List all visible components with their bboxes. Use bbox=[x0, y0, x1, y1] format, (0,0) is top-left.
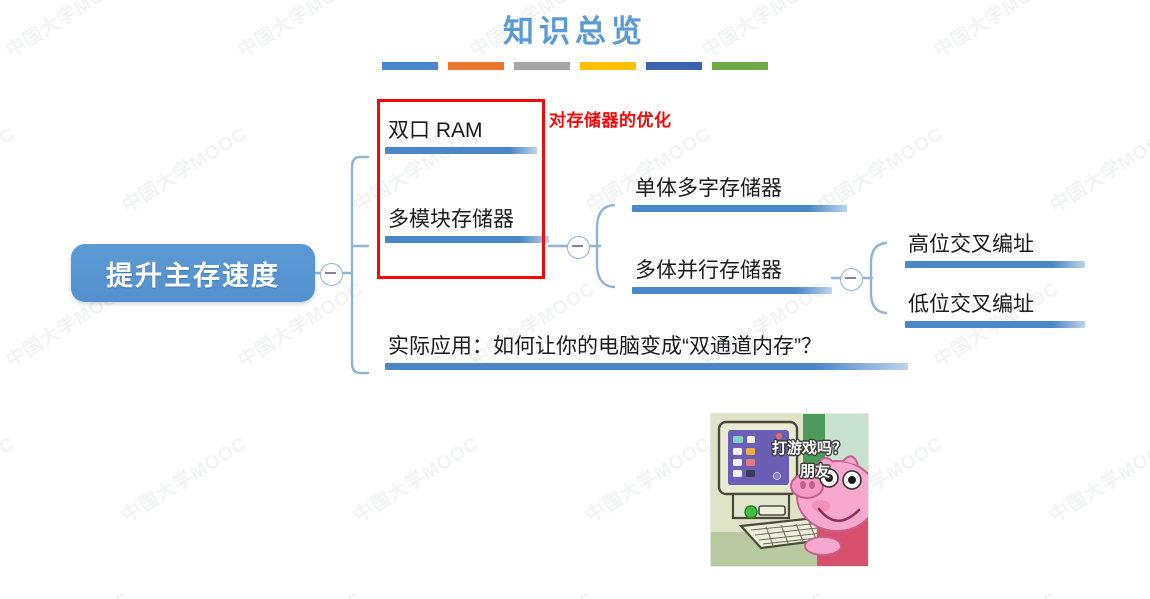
node-duomokuai-cunchuqi-label: 多模块存储器 bbox=[388, 208, 514, 231]
minus-circle-icon-duoti[interactable] bbox=[840, 268, 863, 291]
peppa-pig-meme-image bbox=[710, 413, 869, 567]
node-duoti-bingxing-label: 多体并行存储器 bbox=[635, 259, 782, 282]
node-underline bbox=[385, 363, 908, 371]
node-underline bbox=[385, 236, 549, 244]
title-color-bar-navy bbox=[646, 62, 702, 71]
node-underline bbox=[385, 147, 537, 155]
node-diwei-jiaocha-label: 低位交叉编址 bbox=[908, 293, 1034, 316]
meme-caption-line1: 打游戏吗？ bbox=[772, 440, 848, 457]
node-shuangkou-ram[interactable]: 双口 RAM bbox=[385, 119, 537, 155]
node-underline bbox=[632, 287, 832, 295]
page-title: 知识总览 bbox=[503, 14, 647, 50]
red-annotation-text: 对存储器的优化 bbox=[549, 111, 672, 130]
node-gaowei-jiaocha-label: 高位交叉编址 bbox=[908, 233, 1034, 256]
node-underline bbox=[632, 205, 847, 213]
root-node-label: 提升主存速度 bbox=[106, 260, 280, 291]
title-color-bar-gray bbox=[514, 62, 570, 71]
title-color-bar-green bbox=[712, 62, 768, 71]
node-diwei-jiaocha[interactable]: 低位交叉编址 bbox=[905, 293, 1085, 329]
meme-caption-line2: 朋友 bbox=[800, 463, 831, 480]
node-underline bbox=[905, 321, 1085, 329]
title-color-bar-yellow bbox=[580, 62, 636, 71]
title-block: 知识总览 bbox=[0, 14, 1150, 71]
red-highlight-box bbox=[377, 99, 545, 279]
minus-circle-icon-duomokuai[interactable] bbox=[567, 236, 590, 259]
node-underline bbox=[905, 261, 1085, 269]
title-color-bar-orange bbox=[448, 62, 504, 71]
node-gaowei-jiaocha[interactable]: 高位交叉编址 bbox=[905, 233, 1085, 269]
node-danti-duozi[interactable]: 单体多字存储器 bbox=[632, 177, 847, 213]
minus-circle-icon-root[interactable] bbox=[320, 263, 343, 286]
title-color-bars bbox=[0, 62, 1150, 71]
node-shuangkou-ram-label: 双口 RAM bbox=[388, 119, 483, 142]
node-shiji-yingyong[interactable]: 实际应用：如何让你的电脑变成“双通道内存”？ bbox=[385, 335, 908, 371]
node-duomokuai-cunchuqi[interactable]: 多模块存储器 bbox=[385, 208, 549, 244]
root-node-boost-main-memory-speed[interactable]: 提升主存速度 bbox=[71, 244, 315, 302]
title-color-bar-blue bbox=[382, 62, 438, 71]
node-duoti-bingxing[interactable]: 多体并行存储器 bbox=[632, 259, 832, 295]
node-shiji-yingyong-label: 实际应用：如何让你的电脑变成“双通道内存”？ bbox=[388, 335, 822, 358]
node-danti-duozi-label: 单体多字存储器 bbox=[635, 177, 782, 200]
